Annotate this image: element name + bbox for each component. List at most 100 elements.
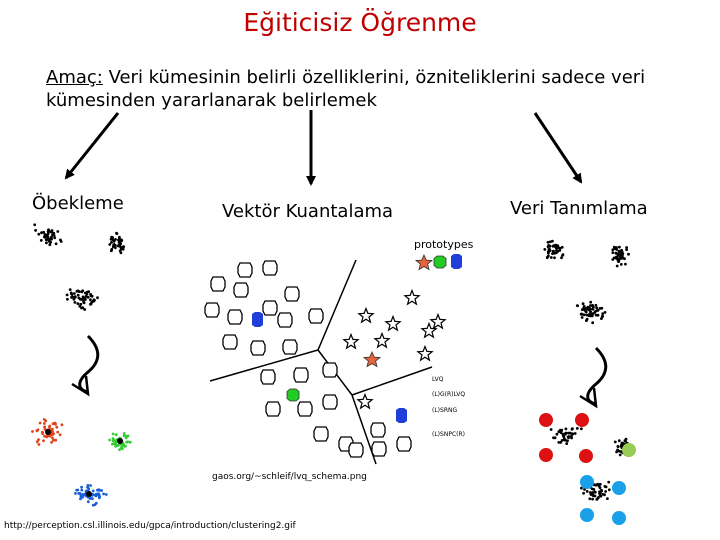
source-link-vq[interactable]: gaos.org/~schleif/lvq_schema.png bbox=[212, 472, 367, 482]
data-point bbox=[74, 301, 77, 304]
data-point bbox=[74, 295, 77, 298]
data-point bbox=[110, 241, 113, 244]
description-point bbox=[580, 475, 594, 489]
raw-points-right bbox=[543, 240, 630, 324]
data-point bbox=[550, 428, 553, 431]
data-point bbox=[591, 321, 594, 324]
data-point bbox=[547, 244, 550, 247]
data-point bbox=[605, 486, 608, 489]
data-point bbox=[611, 248, 614, 251]
data-point bbox=[118, 241, 121, 244]
data-point bbox=[582, 307, 585, 310]
data-point bbox=[586, 318, 589, 321]
data-point bbox=[567, 432, 570, 435]
data-point bbox=[607, 481, 610, 484]
data-point bbox=[600, 495, 603, 498]
data-point bbox=[66, 294, 69, 297]
data-point bbox=[557, 246, 560, 249]
data-point bbox=[560, 431, 563, 434]
data-point bbox=[37, 233, 40, 236]
description-point bbox=[580, 508, 594, 522]
data-point bbox=[586, 308, 589, 311]
data-point bbox=[31, 430, 34, 433]
prototype-green bbox=[287, 389, 299, 401]
label-data-description: Veri Tanımlama bbox=[510, 198, 648, 219]
data-point bbox=[565, 428, 568, 431]
data-sample-hexagon bbox=[372, 442, 386, 456]
data-point bbox=[618, 439, 621, 442]
legend: LVQ (L)G(R)LVQ (L)SRNG (L)SNPC(R) bbox=[432, 376, 465, 438]
unlabeled-points-top bbox=[33, 223, 125, 310]
data-point bbox=[79, 492, 82, 495]
data-point bbox=[595, 484, 598, 487]
data-point bbox=[547, 252, 550, 255]
data-point bbox=[39, 422, 42, 425]
data-point bbox=[84, 298, 87, 301]
data-point bbox=[100, 489, 103, 492]
data-point bbox=[41, 432, 44, 435]
data-point bbox=[608, 488, 611, 491]
data-point bbox=[43, 435, 46, 438]
data-point bbox=[591, 304, 594, 307]
description-point bbox=[539, 413, 553, 427]
data-point bbox=[73, 298, 76, 301]
data-point bbox=[37, 438, 40, 441]
data-point bbox=[115, 232, 118, 235]
data-point bbox=[617, 260, 620, 263]
data-point bbox=[559, 429, 562, 432]
data-point bbox=[552, 245, 555, 248]
data-point bbox=[50, 441, 53, 444]
data-point bbox=[111, 443, 114, 446]
data-point bbox=[606, 497, 609, 500]
data-point bbox=[618, 450, 621, 453]
data-point bbox=[595, 307, 598, 310]
data-point bbox=[47, 232, 50, 235]
data-point bbox=[82, 301, 85, 304]
data-point bbox=[624, 440, 627, 443]
arrow-to-clustering bbox=[66, 113, 118, 178]
data-point bbox=[114, 439, 117, 442]
curved-arrow-right bbox=[580, 348, 606, 406]
data-sample-hexagon bbox=[205, 303, 219, 317]
data-point bbox=[595, 304, 598, 307]
prototype-blue bbox=[252, 312, 263, 327]
data-point bbox=[563, 437, 566, 440]
data-point bbox=[617, 253, 620, 256]
data-point bbox=[34, 229, 37, 232]
legend-item: LVQ bbox=[432, 376, 444, 383]
data-point bbox=[562, 253, 565, 256]
data-point bbox=[70, 296, 73, 299]
data-point bbox=[110, 248, 113, 251]
data-sample-hexagon bbox=[323, 363, 337, 377]
data-point bbox=[565, 442, 568, 445]
data-point bbox=[92, 490, 95, 493]
data-point bbox=[599, 483, 602, 486]
data-point bbox=[86, 293, 89, 296]
source-link-clustering[interactable]: http://perception.csl.illinois.edu/gpca/… bbox=[4, 521, 296, 531]
data-point bbox=[95, 495, 98, 498]
label-vector-quantization: Vektör Kuantalama bbox=[222, 201, 393, 222]
data-point bbox=[87, 500, 90, 503]
data-point bbox=[38, 443, 41, 446]
data-point bbox=[620, 257, 623, 260]
data-point bbox=[546, 256, 549, 259]
data-sample-star bbox=[375, 334, 389, 348]
description-point bbox=[622, 443, 636, 457]
cluster-center bbox=[86, 491, 92, 497]
prototype-green-marker bbox=[434, 256, 446, 268]
data-point bbox=[624, 263, 627, 266]
prototype-blue-marker bbox=[451, 254, 462, 269]
data-point bbox=[108, 439, 111, 442]
data-sample-hexagon bbox=[238, 263, 252, 277]
data-sample-hexagon bbox=[397, 437, 411, 451]
data-point bbox=[48, 243, 51, 246]
data-point bbox=[620, 254, 623, 257]
data-point bbox=[96, 296, 99, 299]
data-point bbox=[112, 433, 115, 436]
data-point bbox=[79, 298, 82, 301]
data-point bbox=[126, 440, 129, 443]
data-sample-star bbox=[386, 317, 400, 331]
data-point bbox=[597, 497, 600, 500]
data-point bbox=[97, 488, 100, 491]
data-point bbox=[55, 242, 58, 245]
